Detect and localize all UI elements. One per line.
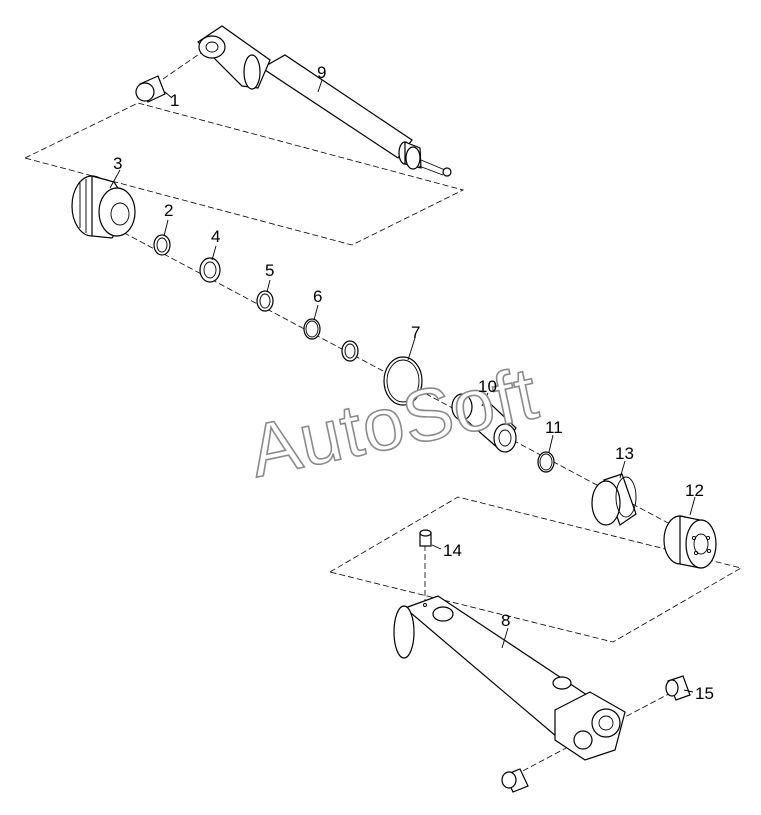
callout-12: 12 [685, 481, 704, 500]
part-ring-unlabeled [341, 340, 359, 362]
part-4-seal [199, 257, 221, 283]
part-13-wear-ring [591, 473, 637, 526]
part-8-cylinder-barrel [393, 595, 626, 761]
part-11-ring [537, 451, 555, 473]
part-10-spacer-tube [451, 391, 517, 453]
callout-7: 7 [411, 323, 420, 342]
callout-1: 1 [170, 91, 179, 110]
upper-assembly-box [23, 102, 465, 246]
part-12-piston [663, 515, 717, 569]
part-3-cylinder-head [71, 175, 136, 239]
callout-9: 9 [317, 63, 326, 82]
part-2-seal [153, 234, 171, 256]
callout-15: 15 [695, 684, 714, 703]
callout-4: 4 [211, 227, 220, 246]
lower-assembly-box [328, 496, 743, 643]
callout-13: 13 [615, 444, 634, 463]
part-15-bushing-lower [501, 768, 529, 793]
part-15-bushing [665, 675, 691, 701]
callout-5: 5 [265, 261, 274, 280]
part-6-o-ring [303, 318, 321, 340]
callout-2: 2 [164, 201, 173, 220]
callout-3: 3 [113, 154, 122, 173]
part-14-grease-nipple [419, 529, 432, 547]
callout-14: 14 [443, 541, 462, 560]
callout-10: 10 [478, 377, 497, 396]
leader-lines [109, 79, 696, 693]
part-9-piston-rod [197, 25, 452, 177]
part-5-ring [256, 290, 274, 312]
part-7-large-ring [383, 356, 423, 406]
callout-11: 11 [545, 418, 563, 437]
callout-8: 8 [501, 611, 510, 630]
callout-6: 6 [313, 287, 322, 306]
part-1-bushing [135, 75, 166, 103]
